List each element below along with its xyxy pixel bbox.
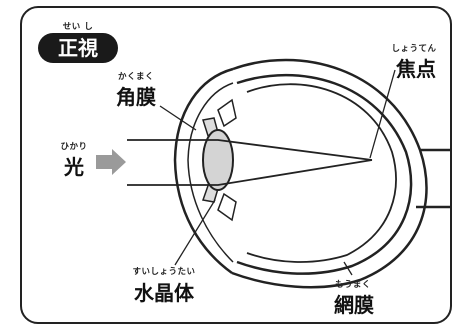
light-ray-top [127,139,373,161]
focus-label: 焦点 [396,57,436,81]
cornea-inner [187,82,234,263]
retina-line [246,83,397,263]
ciliary-bottom [217,192,237,222]
sclera-outer [231,58,428,289]
cornea-ruby: かくまく [117,72,154,82]
lens-ruby: すいしょうたい [132,267,196,277]
cornea-leader [159,105,197,131]
title-ruby: せい し [62,22,94,32]
retina-ruby: もうまく [335,280,371,290]
lens-label: 水晶体 [134,281,194,305]
ciliary-top [217,98,237,128]
focus-leader [369,69,396,159]
light-arrow [96,149,126,175]
lens-shape [202,129,234,191]
title-badge: 正視 [38,33,118,63]
light-label: 光 [64,155,84,179]
sclera-inner [236,73,413,275]
cornea-label: 角膜 [116,85,156,109]
retina-leader [343,261,353,276]
light-ruby: ひかり [60,142,88,152]
lens-leader [174,199,216,266]
light-ray-bottom [127,159,373,186]
cornea-shape [173,67,234,275]
retina-label: 網膜 [334,293,374,317]
title-text: 正視 [58,36,98,60]
focus-ruby: しょうてん [391,44,437,54]
